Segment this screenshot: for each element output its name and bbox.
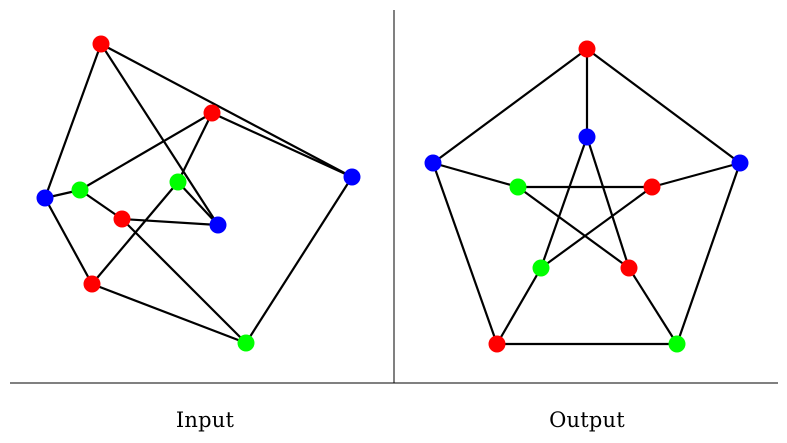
output-vertex-outer-bottom-left — [488, 335, 506, 353]
output-edge-inner-top-inner-bottom-right — [585, 136, 631, 269]
input-edge-outer-right-inner-right — [211, 111, 353, 179]
output-vertex-outer-left — [424, 154, 442, 172]
input-edge-outer-right-outer-bottom-right — [245, 176, 353, 344]
output-edge-inner-left-inner-bottom-right — [517, 186, 630, 269]
input-vertex-inner-left — [71, 181, 89, 199]
input-vertex-outer-bottom-left — [83, 275, 101, 293]
input-vertex-outer-right — [343, 168, 361, 186]
input-edge-outer-top-inner-top — [100, 43, 219, 226]
output-edge-outer-bottom-left-inner-bottom-left — [496, 267, 542, 345]
output-edge-outer-top-outer-right — [586, 48, 741, 164]
output-vertex-outer-right — [731, 154, 749, 172]
input-vertex-inner-bottom-right — [113, 210, 131, 228]
input-vertex-inner-right — [203, 104, 221, 122]
input-edge-inner-left-inner-right — [79, 112, 213, 191]
input-edge-outer-bottom-right-inner-bottom-right — [121, 218, 247, 344]
input-edge-outer-top-outer-right — [100, 43, 353, 178]
output-graph-panel — [424, 40, 749, 353]
output-edge-outer-left-outer-bottom-left — [431, 162, 499, 345]
input-caption: Input — [175, 408, 235, 432]
output-edge-outer-right-outer-bottom-right — [675, 162, 742, 345]
output-edge-outer-left-inner-left — [432, 161, 519, 189]
output-edge-inner-top-inner-bottom-left — [539, 136, 589, 269]
input-edge-inner-top-inner-bottom-left — [177, 181, 219, 226]
output-vertex-inner-bottom-right — [620, 259, 638, 277]
input-edge-outer-top-outer-left — [43, 43, 103, 199]
input-edge-inner-top-inner-bottom-right — [121, 217, 219, 227]
input-vertex-outer-left — [36, 189, 54, 207]
input-edge-outer-bottom-left-outer-bottom-right — [91, 282, 247, 345]
output-caption: Output — [549, 408, 625, 432]
output-vertex-inner-top — [578, 128, 596, 146]
output-vertex-inner-left — [509, 178, 527, 196]
input-edge-inner-right-inner-bottom-left — [177, 112, 213, 183]
output-vertex-outer-bottom-right — [668, 335, 686, 353]
input-vertex-inner-bottom-left — [169, 173, 187, 191]
output-vertex-outer-top — [578, 40, 596, 58]
output-edge-outer-right-inner-right — [651, 161, 741, 189]
input-edge-inner-left-inner-bottom-right — [79, 189, 123, 220]
input-edge-outer-left-outer-bottom-left — [44, 197, 93, 285]
input-vertex-outer-top — [92, 35, 110, 53]
output-vertex-inner-right — [643, 178, 661, 196]
output-vertex-inner-bottom-left — [532, 259, 550, 277]
output-edge-inner-right-inner-bottom-left — [540, 186, 653, 269]
output-edge-outer-bottom-right-inner-bottom-right — [628, 267, 678, 345]
input-graph-panel — [36, 35, 361, 352]
input-vertex-outer-bottom-right — [237, 334, 255, 352]
input-vertex-inner-top — [209, 216, 227, 234]
output-edge-outer-top-outer-left — [432, 48, 588, 164]
